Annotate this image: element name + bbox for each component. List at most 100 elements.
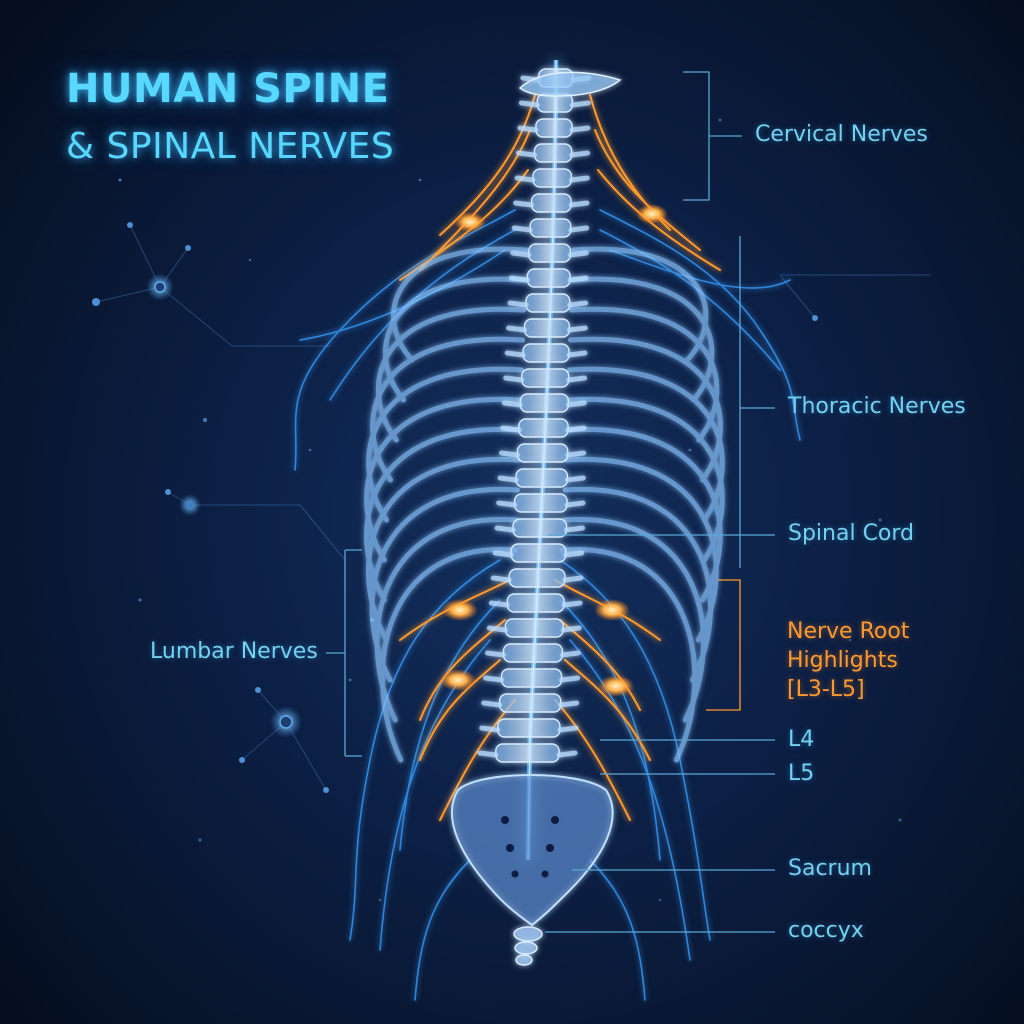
- transverse-process: [500, 425, 522, 433]
- vertebra: [495, 743, 560, 763]
- vertebra: [498, 693, 562, 713]
- nerve-root-line-2: Highlights: [787, 648, 898, 673]
- title-line-2: & SPINAL NERVES: [66, 126, 395, 167]
- transverse-process: [510, 250, 532, 258]
- vertebra: [504, 618, 564, 638]
- vertebra: [519, 393, 570, 413]
- network-nodes: [92, 222, 818, 793]
- vertebra: [506, 593, 565, 613]
- transverse-process: [568, 225, 590, 233]
- transverse-process: [518, 100, 540, 108]
- transverse-process: [559, 675, 581, 683]
- transverse-process: [515, 150, 537, 158]
- transverse-process: [517, 125, 539, 133]
- vertebral-column: [477, 68, 622, 763]
- vertebra: [530, 193, 572, 213]
- rib-right: [564, 426, 723, 603]
- transverse-process: [488, 600, 510, 608]
- label-cervical-nerves: Cervical Nerves: [755, 122, 928, 147]
- vertebra: [513, 493, 568, 513]
- vertebra: [529, 218, 572, 238]
- label-coccyx: coccyx: [788, 918, 864, 943]
- label-l4: L4: [788, 727, 815, 752]
- rib-left: [382, 276, 528, 403]
- transverse-process: [496, 500, 518, 508]
- vertebra: [516, 443, 569, 463]
- transverse-process: [484, 650, 506, 658]
- nerve-root-bracket: [706, 579, 741, 711]
- transverse-process: [564, 500, 586, 508]
- label-l5: L5: [788, 761, 815, 786]
- transverse-process: [556, 750, 578, 758]
- nerve-root-line-1: Nerve Root: [787, 619, 910, 644]
- vertebra: [526, 268, 571, 288]
- transverse-process: [566, 350, 588, 358]
- sacrum: [450, 774, 614, 927]
- vertebra: [535, 118, 573, 138]
- vertebra: [528, 243, 572, 263]
- vertebra: [515, 468, 569, 488]
- transverse-process: [508, 275, 530, 283]
- transverse-process: [564, 525, 586, 533]
- title-line-1: HUMAN SPINE: [66, 66, 390, 112]
- transverse-process: [567, 300, 589, 308]
- transverse-process: [557, 725, 579, 733]
- vertebra: [518, 418, 569, 438]
- label-nerve-root-highlights: Nerve Root Highlights [L3-L5]: [787, 617, 909, 704]
- vertebra: [523, 318, 571, 338]
- coccyx: [513, 926, 543, 966]
- cervical-ganglia: [454, 204, 668, 232]
- vertebra: [510, 543, 567, 563]
- transverse-process: [514, 175, 536, 183]
- transverse-process: [565, 400, 587, 408]
- label-spinal-cord: Spinal Cord: [788, 521, 915, 546]
- transverse-process: [506, 325, 528, 333]
- transverse-process: [569, 150, 591, 158]
- vertebra: [521, 368, 570, 388]
- transverse-process: [511, 225, 533, 233]
- transverse-process: [504, 350, 526, 358]
- vertebra: [512, 518, 568, 538]
- rib-left: [364, 426, 522, 603]
- nerve-root-line-3: [L3-L5]: [787, 677, 865, 702]
- transverse-process: [492, 550, 514, 558]
- label-sacrum: Sacrum: [788, 856, 872, 881]
- transverse-process: [566, 375, 588, 383]
- transverse-process: [494, 525, 516, 533]
- transverse-process: [501, 400, 523, 408]
- atlas-vertebra: [518, 71, 622, 97]
- rib-right: [560, 547, 698, 763]
- rib-cage: [364, 246, 725, 763]
- transverse-process: [479, 725, 501, 733]
- rib-left: [379, 547, 518, 763]
- transverse-process: [569, 125, 591, 133]
- transverse-process: [564, 475, 586, 483]
- vertebra: [500, 668, 563, 688]
- vertebra: [508, 568, 566, 588]
- rib-right: [565, 396, 725, 563]
- transverse-process: [477, 750, 499, 758]
- vertebra: [533, 143, 573, 163]
- transverse-process: [486, 625, 508, 633]
- label-thoracic-nerves: Thoracic Nerves: [788, 394, 966, 419]
- transverse-process: [567, 275, 589, 283]
- transverse-process: [568, 200, 590, 208]
- vertebra: [522, 343, 570, 363]
- transverse-process: [558, 700, 580, 708]
- transverse-process: [568, 175, 590, 183]
- transverse-process: [498, 450, 520, 458]
- vertebra: [497, 718, 561, 738]
- rib-right: [561, 517, 706, 723]
- transverse-process: [567, 250, 589, 258]
- transverse-process: [507, 300, 529, 308]
- transverse-process: [559, 650, 581, 658]
- rib-right: [567, 366, 725, 523]
- vertebra: [502, 643, 564, 663]
- transverse-process: [513, 200, 535, 208]
- vertebra: [525, 293, 571, 313]
- transverse-process: [569, 100, 591, 108]
- transverse-process: [563, 550, 585, 558]
- transverse-process: [483, 675, 505, 683]
